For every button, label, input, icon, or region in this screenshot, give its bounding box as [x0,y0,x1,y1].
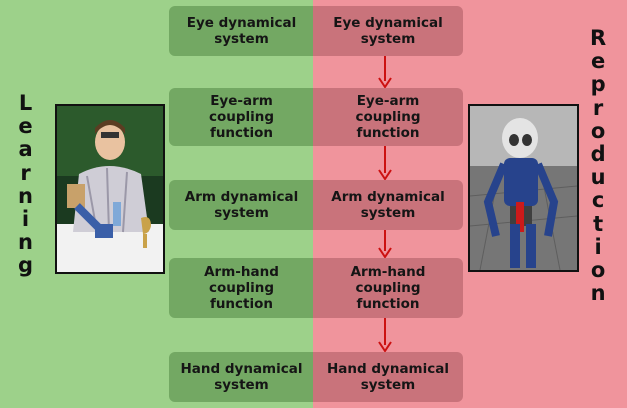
box-text-line: system [360,377,416,393]
learning_label-letter: L [18,91,33,115]
box-text-line: system [214,31,269,47]
box-text-line: system [214,205,269,221]
box-text-line: Arm dynamical [184,189,299,205]
flow-arrow-2 [378,146,392,180]
box-text-line: system [360,31,416,47]
learning_label-letter: e [18,114,33,139]
reproduction_label-letter: u [590,165,606,190]
box-text-line: coupling [208,109,275,125]
box-text-line: Hand dynamical [326,361,449,377]
learning_label-letter: n [18,183,33,208]
learning_label-letter: n [18,230,33,255]
box-text-line: Arm dynamical [331,189,445,205]
reproduction_label-letter: e [590,49,606,74]
box-text-line: Eye dynamical [333,15,443,31]
box-text-line: system [360,205,416,221]
reproduction_label-letter: o [590,258,606,283]
box-text-line: Hand dynamical [180,361,303,377]
reproduction_label-letter: t [593,211,604,236]
box-text-line: Arm-hand [350,264,426,280]
learning_label-letter: i [21,207,30,232]
reproduction_label-letter: o [590,118,606,143]
learning_label-letter: r [20,160,31,185]
box-text-line: Eye-arm [210,93,273,109]
reproduction_label-letter: i [594,234,602,259]
learning_label-letter: a [18,137,33,162]
box-text-line: Eye dynamical [186,15,297,31]
box-text-line: coupling [208,280,275,296]
box-text-line: coupling [355,280,421,296]
human-demonstration-photo [55,104,165,274]
reproduction_label-letter: d [590,142,606,167]
box-text-line: Eye-arm [356,93,420,109]
box-text-line: system [214,377,269,393]
flow-arrow-3 [378,230,392,258]
reproduction_label-letter: R [590,26,607,50]
reproduction_label-letter: n [590,281,606,306]
reproduction_label-letter: p [590,72,606,97]
box-text-line: coupling [355,109,421,125]
box-text-line: function [209,125,274,141]
box-text-line: function [209,296,274,312]
flow-arrow-1 [378,56,392,88]
box-text-line: function [356,296,420,312]
box-text-line: Arm-hand [204,264,279,280]
reproduction_label-letter: r [592,95,604,120]
learning_label-letter: g [18,253,34,278]
reproduction_label-letter: c [591,188,605,213]
box-text-line: function [356,125,420,141]
robot-reproduction-photo [468,104,579,272]
flow-arrow-4 [378,318,392,352]
